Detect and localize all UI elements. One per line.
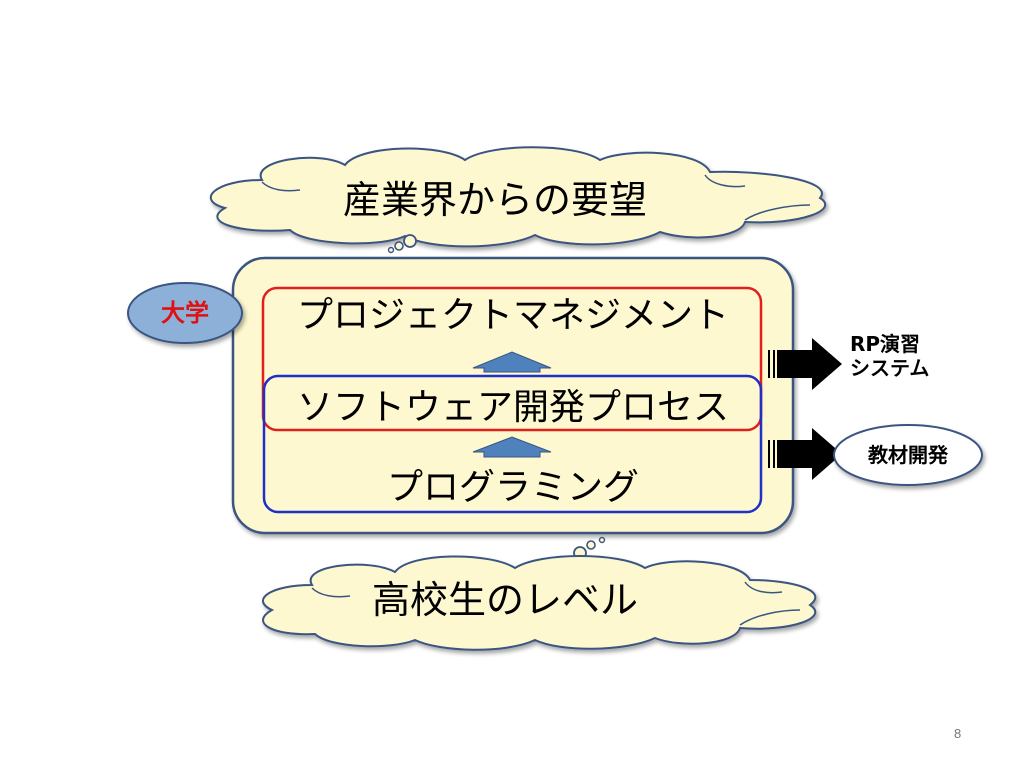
bottom-cloud-label: 高校生のレベル (371, 578, 638, 622)
top-cloud-label: 産業界からの要望 (342, 178, 647, 222)
block-arrow-rp (768, 338, 842, 390)
main-panel (231, 256, 795, 535)
software-process-label: ソフトウェア開発プロセス (296, 387, 729, 428)
page-number: 8 (954, 726, 962, 741)
university-badge-ellipse (127, 282, 243, 344)
blue-frame (262, 374, 763, 514)
rp-exercise-line2: システム (850, 356, 930, 380)
rp-exercise-label: RP演習 システム (850, 332, 990, 392)
up-arrow-top (472, 351, 552, 373)
top-thought-bubble-small (387, 246, 395, 254)
university-badge-label: 大学 (161, 299, 209, 327)
programming-label: プログラミング (386, 467, 639, 508)
top-thought-bubble-medium (394, 241, 404, 251)
teaching-material-ellipse (833, 424, 983, 486)
teaching-material-label: 教材開発 (868, 443, 948, 467)
bottom-thought-bubble-small (598, 536, 606, 544)
block-arrow-material (768, 428, 842, 480)
project-management-label: プロジェクトマネジメント (296, 295, 729, 336)
rp-exercise-line1: RP演習 (850, 332, 921, 356)
bottom-thought-bubble-medium (586, 540, 596, 550)
top-cloud (210, 146, 827, 248)
up-arrow-bottom (472, 436, 552, 458)
red-frame (261, 286, 763, 432)
top-thought-bubble-large (403, 234, 417, 248)
bottom-cloud (262, 555, 817, 651)
